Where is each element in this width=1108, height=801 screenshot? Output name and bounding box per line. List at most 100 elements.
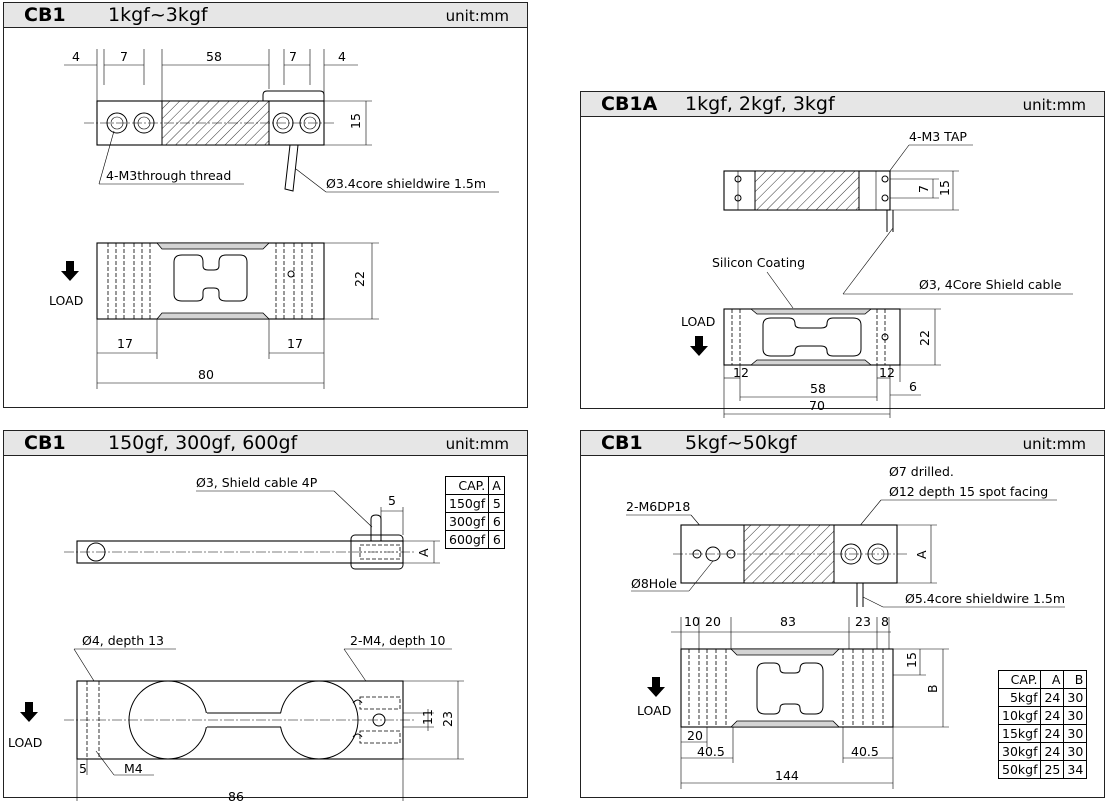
load-indicator: LOAD [681,314,715,356]
dim-7-left: 7 [120,49,128,64]
table-cell: 30 [1063,706,1088,725]
table-cell: 34 [1063,760,1088,779]
table-header-row: CAP. A B [997,670,1088,689]
cable-callout: Ø3, Shield cable 4P [196,475,373,528]
table-cell: 150gf [444,494,490,513]
panel-header: CB1 5kgf~50kgf unit:mm [581,431,1104,456]
table-header-cap: CAP. [444,476,490,495]
load-label: LOAD [8,735,42,750]
hole-callout: Ø4, depth 13 [73,633,176,682]
panel-cb1-5-50kgf: CB1 5kgf~50kgf unit:mm Ø7 drilled. Ø12 d… [580,430,1105,798]
drawing-cb1-150-600gf: Ø3, Shield cable 4P 5 A Ø4, depth 13 2-M… [8,475,464,801]
table-cell: 5 [488,494,505,513]
dim-58: 58 [810,381,826,396]
dim-12-right: 12 [879,365,895,380]
panel-header: CB1 1kgf~3kgf unit:mm [4,3,527,28]
thread-callout: 4-M3through thread [98,130,244,185]
spot-facing-label: Ø12 depth 15 spot facing [889,484,1048,499]
side-view-body: 22 12 12 6 58 70 [723,308,941,418]
panel-cb1-1-3kgf: CB1 1kgf~3kgf unit:mm 4 7 58 7 4 [3,2,528,408]
table-cell: 5kgf [997,688,1042,707]
capacity-title: 150gf, 300gf, 600gf [108,432,298,454]
top-view-body: 5 A [64,493,440,570]
table-row: 15kgf 24 30 [997,724,1088,743]
table-row: 300gf 6 [444,512,505,531]
table-header-b: B [1063,670,1088,689]
dim-58: 58 [206,49,222,64]
table-cell: 30 [1063,742,1088,761]
dim-10: 10 [684,614,700,629]
dim-15: 15 [937,180,952,196]
table-cell: 24 [1040,742,1065,761]
dim-22: 22 [917,330,932,346]
dim-7: 7 [916,185,931,193]
dim-6: 6 [909,379,917,394]
drawing-cb1-5-50kgf: Ø7 drilled. Ø12 depth 15 spot facing 2-M… [626,464,1065,789]
table-cell: 30 [1063,688,1088,707]
table-cell: 6 [488,512,505,531]
dim-A: A [416,548,431,557]
dim-144: 144 [775,768,799,783]
capacity-table: CAP. A 150gf 5 300gf 6 600gf 6 [444,476,505,549]
capacity-table: CAP. A B 5kgf 24 30 10kgf 24 30 15kgf 24… [997,670,1088,779]
m4-depth-label: 2-M4, depth 10 [350,633,445,648]
table-row: 150gf 5 [444,494,505,513]
dim-23: 23 [440,711,455,727]
top-view-body: 15 [84,90,372,192]
panel-cb1a: CB1A 1kgf, 2kgf, 3kgf unit:mm 4-M3 TAP 7… [580,91,1105,418]
table-cell: 24 [1040,724,1065,743]
drilled-callout: Ø7 drilled. Ø12 depth 15 spot facing [848,464,1057,540]
tap-callout: 4-M3 TAP [882,129,973,181]
load-label: LOAD [637,703,671,718]
dim-20-bottom: 20 [687,728,703,743]
model-title: CB1 [24,4,66,26]
dim-11: 11 [420,709,435,725]
table-header-row: CAP. A [444,476,505,495]
m4-label: M4 [124,761,143,776]
load-arrow-icon [61,261,79,281]
dim-80: 80 [198,367,214,382]
drawing-cb1-1-3kgf: 4 7 58 7 4 15 4-M3through thread [49,49,499,389]
table-row: 30kgf 24 30 [997,742,1088,761]
table-row: 50kgf 25 34 [997,760,1088,779]
load-arrow-icon [20,702,38,722]
dim-17-right: 17 [287,336,303,351]
top-view-body: 7 15 [723,170,959,232]
cable-callout: Ø3, 4Core Shield cable [842,227,1073,295]
m6-label: 2-M6DP18 [626,499,690,514]
thread-label: 4-M3through thread [106,168,231,183]
unit-label: unit:mm [1022,96,1086,114]
dim-12-left: 12 [733,365,749,380]
dim-4-left: 4 [72,49,80,64]
cable-label: Ø3, 4Core Shield cable [919,277,1062,292]
top-view-body: A [673,524,937,607]
hole8-callout: Ø8Hole [631,560,714,592]
cable-label: Ø3, Shield cable 4P [196,475,318,490]
hole-label: Ø4, depth 13 [82,633,164,648]
wire-label: Ø5.4core shieldwire 1.5m [905,591,1065,606]
side-view-body: 10 20 83 23 8 15 B 20 [671,614,949,789]
capacity-title: 1kgf~3kgf [108,4,208,26]
table-header-a: A [488,476,505,495]
table-header-cap: CAP. [997,670,1042,689]
table-cell: 10kgf [997,706,1042,725]
load-label: LOAD [49,293,83,308]
dim-4-right: 4 [338,49,346,64]
dim-5-bottom: 5 [79,761,87,776]
dim-B: B [925,684,940,693]
model-title: CB1 [24,432,66,454]
unit-label: unit:mm [445,7,509,25]
unit-label: unit:mm [445,435,509,453]
capacity-title: 5kgf~50kgf [685,432,797,454]
model-title: CB1A [601,93,658,115]
table-cell: 24 [1040,706,1065,725]
dim-7-right: 7 [289,49,297,64]
table-cell: 30kgf [997,742,1042,761]
dim-23: 23 [855,614,871,629]
capacity-title: 1kgf, 2kgf, 3kgf [685,93,835,115]
wire-callout: Ø5.4core shieldwire 1.5m [862,591,1065,608]
table-cell: 25 [1040,760,1065,779]
dim-22: 22 [352,271,367,287]
table-cell: 300gf [444,512,490,531]
panel-header: CB1 150gf, 300gf, 600gf unit:mm [4,431,527,456]
